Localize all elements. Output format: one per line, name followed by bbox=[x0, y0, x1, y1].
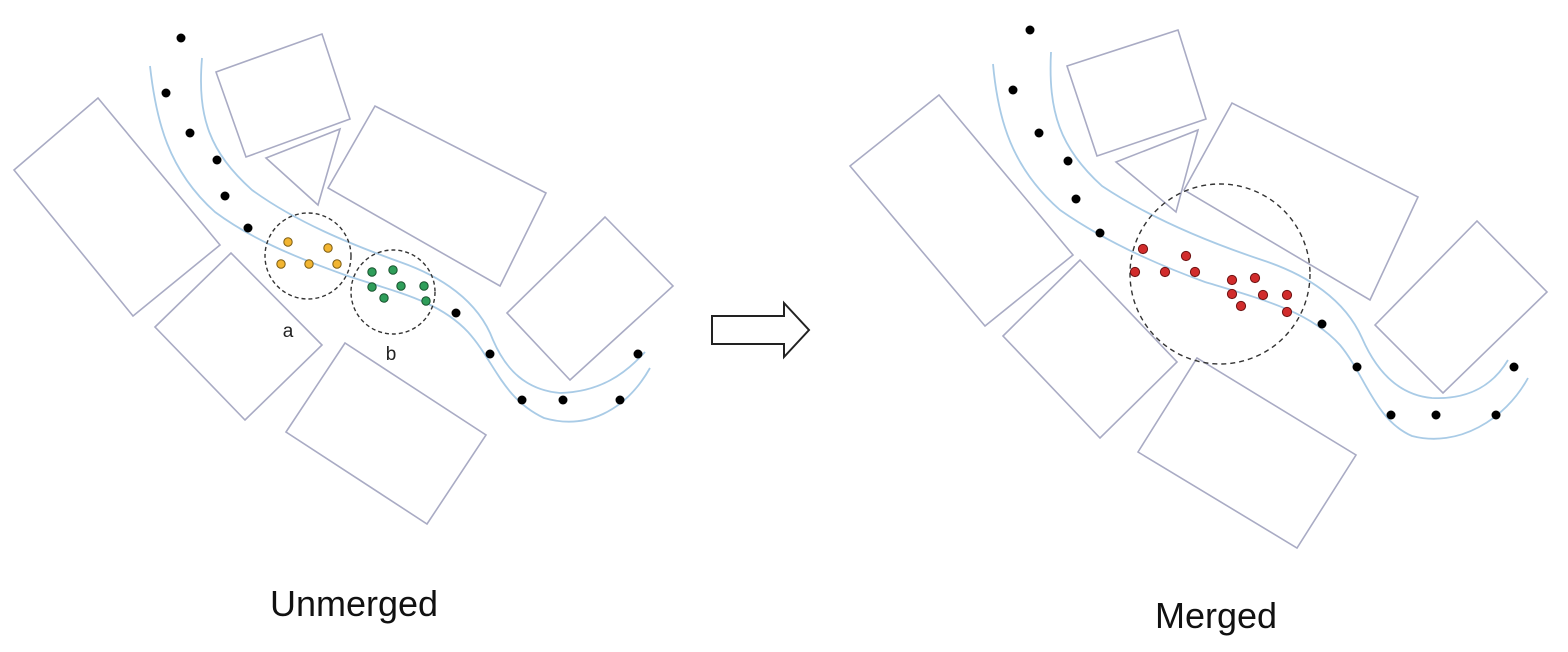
building bbox=[1114, 128, 1200, 214]
building bbox=[284, 341, 488, 526]
track-point bbox=[485, 349, 495, 359]
merged-point bbox=[1159, 266, 1171, 278]
cluster-b-point bbox=[379, 293, 389, 303]
cluster-b: b bbox=[350, 249, 436, 365]
track-point bbox=[615, 395, 625, 405]
cluster-b-point bbox=[419, 281, 429, 291]
merged-point bbox=[1226, 274, 1238, 286]
track-point bbox=[1317, 319, 1327, 329]
cluster-b-point bbox=[367, 282, 377, 292]
cluster-b-point bbox=[396, 281, 406, 291]
merged-point bbox=[1226, 288, 1238, 300]
building bbox=[505, 215, 675, 382]
cluster-a: a bbox=[264, 212, 352, 342]
merged-point bbox=[1129, 266, 1141, 278]
cluster-a-boundary bbox=[264, 212, 352, 300]
merged-point bbox=[1249, 272, 1261, 284]
cluster-b-label: b bbox=[386, 344, 397, 365]
merged-point bbox=[1281, 289, 1293, 301]
road-edge bbox=[200, 57, 646, 394]
track-point bbox=[212, 155, 222, 165]
building bbox=[1373, 219, 1549, 395]
unmerged-caption: Unmerged bbox=[270, 583, 438, 624]
track-point bbox=[1063, 156, 1073, 166]
merged-point bbox=[1257, 289, 1269, 301]
cluster-a-point bbox=[304, 259, 314, 269]
track-points bbox=[161, 33, 643, 405]
track-point bbox=[1491, 410, 1501, 420]
building bbox=[12, 96, 222, 318]
merged-point bbox=[1281, 306, 1293, 318]
track-point bbox=[161, 88, 171, 98]
track-points bbox=[1008, 25, 1519, 420]
merged-point bbox=[1189, 266, 1201, 278]
cluster-b-boundary bbox=[350, 249, 436, 335]
road-edge bbox=[992, 63, 1529, 440]
merged-point bbox=[1180, 250, 1192, 262]
track-point bbox=[1509, 362, 1519, 372]
track-point bbox=[1008, 85, 1018, 95]
track-point bbox=[1034, 128, 1044, 138]
building bbox=[1182, 101, 1420, 302]
right-arrow-icon bbox=[711, 300, 811, 360]
building bbox=[1001, 258, 1179, 440]
track-point bbox=[1431, 410, 1441, 420]
track-point bbox=[1352, 362, 1362, 372]
buildings bbox=[12, 32, 675, 526]
merged-caption: Merged bbox=[1155, 595, 1277, 636]
building bbox=[1136, 356, 1358, 550]
cluster-b-point bbox=[421, 296, 431, 306]
building bbox=[326, 104, 548, 288]
track-point bbox=[558, 395, 568, 405]
merged-panel: Merged bbox=[848, 25, 1549, 636]
cluster-a-point bbox=[276, 259, 286, 269]
road-edge bbox=[1049, 51, 1509, 399]
track-point bbox=[1386, 410, 1396, 420]
cluster-b-point bbox=[367, 267, 377, 277]
track-point bbox=[517, 395, 527, 405]
building bbox=[1065, 28, 1207, 158]
building bbox=[264, 127, 342, 207]
track-point bbox=[220, 191, 230, 201]
merged-point bbox=[1235, 300, 1247, 312]
road bbox=[149, 57, 651, 423]
track-point bbox=[633, 349, 643, 359]
cluster-a-label: a bbox=[283, 321, 294, 342]
track-point bbox=[1071, 194, 1081, 204]
track-point bbox=[243, 223, 253, 233]
unmerged-panel: a b Unmerged bbox=[12, 32, 675, 624]
track-point bbox=[1095, 228, 1105, 238]
cluster-a-point bbox=[332, 259, 342, 269]
building bbox=[848, 93, 1075, 328]
track-point bbox=[451, 308, 461, 318]
merged-point bbox=[1137, 243, 1149, 255]
buildings bbox=[848, 28, 1549, 550]
track-point bbox=[1025, 25, 1035, 35]
cluster-a-point bbox=[283, 237, 293, 247]
track-point bbox=[176, 33, 186, 43]
road-edge bbox=[149, 65, 651, 423]
merged-cluster-boundary bbox=[1129, 183, 1311, 365]
cluster-a-point bbox=[323, 243, 333, 253]
building bbox=[153, 251, 324, 422]
cluster-b-point bbox=[388, 265, 398, 275]
merged-cluster bbox=[1129, 183, 1311, 365]
building bbox=[214, 32, 352, 159]
track-point bbox=[185, 128, 195, 138]
road bbox=[992, 51, 1529, 440]
